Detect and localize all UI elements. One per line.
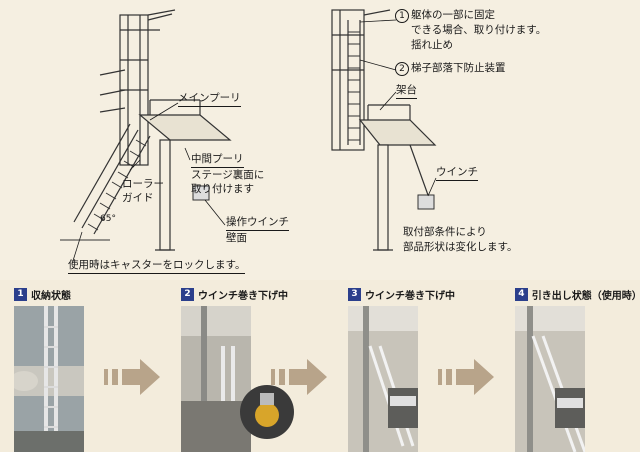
label-mid-pulley-note2: 取り付けます [191,183,254,196]
note-1-line3: 揺れ止め [411,39,453,52]
step-3-header: 3 ウインチ巻き下げ中 [348,287,455,302]
label-right-winch: ウインチ [436,166,478,181]
step-4-photo [515,306,585,452]
arrow-3-to-4 [438,357,496,397]
condition-note-2: 部品形状は変化します。 [403,241,517,254]
step-2-label: ウインチ巻き下げ中 [198,287,288,302]
step-3-number: 3 [348,288,361,301]
note-1-line2: できる場合、取り付けます。 [411,24,546,37]
step-1-header: 1 収納状態 [14,287,71,302]
step-2-photo [181,306,251,452]
label-caster-note: 使用時はキャスターをロックします。 [68,259,245,274]
label-roller-1: ローラー [122,178,164,191]
label-roller-2: ガイド [122,192,154,205]
arrow-2-to-3 [271,357,329,397]
step-2-number: 2 [181,288,194,301]
note-1-line1: 躯体の一部に固定 [411,9,495,21]
step-1-photo [14,306,84,452]
step-4-label: 引き出し状態（使用時） [532,287,640,302]
label-stand: 架台 [396,84,417,99]
step-1-number: 1 [14,288,27,301]
note-2-text: 梯子部落下防止装置 [411,62,506,74]
label-main-pulley: メインプーリ [178,92,241,107]
step-1-label: 収納状態 [31,287,71,302]
note-2-number: 2 [395,62,409,76]
step-4-header: 4 引き出し状態（使用時） [515,287,640,302]
condition-note-1: 取付部条件により [403,226,487,239]
step-4-number: 4 [515,288,528,301]
label-mid-pulley: 中間プーリ [191,153,244,168]
label-angle: 65° [100,213,116,226]
left-ladder-diagram [0,0,320,280]
note-1-number: 1 [395,9,409,23]
label-operation-winch: 操作ウインチ [226,216,289,231]
label-wall: 壁面 [226,232,247,245]
step-3-label: ウインチ巻き下げ中 [365,287,455,302]
step-2-header: 2 ウインチ巻き下げ中 [181,287,288,302]
step-3-photo [348,306,418,452]
arrow-1-to-2 [104,357,162,397]
label-mid-pulley-note1: ステージ裏面に [191,169,264,182]
